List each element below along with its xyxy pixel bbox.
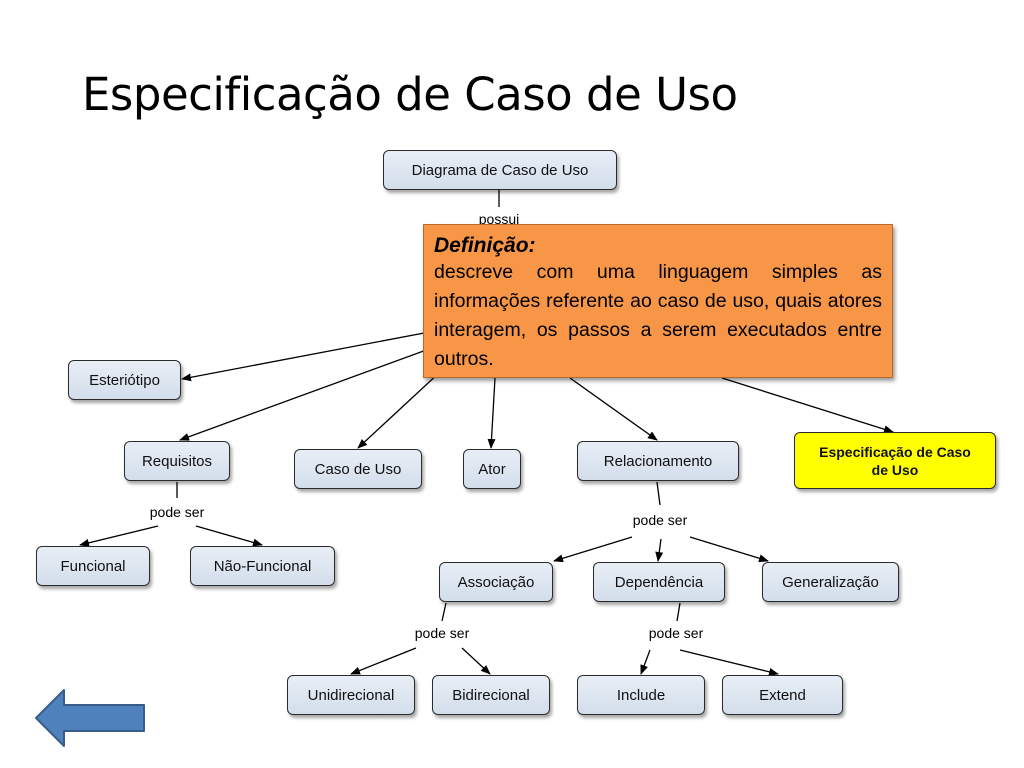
node-nao-funcional: Não-Funcional — [190, 546, 335, 586]
edge-to-relacionamento — [569, 377, 658, 441]
edge-to-ator — [487, 377, 496, 449]
edge-to-bidirecional — [461, 647, 491, 675]
edge-to-funcional — [79, 525, 159, 547]
edge-relacionamento-label — [656, 481, 661, 506]
edge-to-especificacao — [721, 377, 894, 434]
definition-callout: Definição: descreve com uma linguagem si… — [423, 224, 893, 378]
node-bidirecional: Bidirecional — [432, 675, 550, 715]
node-generalizacao: Generalização — [762, 562, 899, 602]
edge-label-associacao-pode-ser: pode ser — [412, 625, 472, 641]
left-arrow-icon — [35, 689, 145, 747]
edge-label-relacionamento-pode-ser: pode ser — [630, 512, 690, 528]
node-unidirecional: Unidirecional — [287, 675, 415, 715]
node-extend: Extend — [722, 675, 843, 715]
node-diagrama-de-caso-de-uso: Diagrama de Caso de Uso — [383, 150, 617, 190]
node-requisitos: Requisitos — [124, 441, 230, 481]
node-caso-de-uso: Caso de Uso — [294, 449, 422, 489]
edge-to-extend — [679, 649, 779, 676]
node-relacionamento: Relacionamento — [577, 441, 739, 481]
edge-to-requisitos — [179, 344, 441, 441]
edge-label-possui: possui — [476, 211, 522, 227]
node-especificacao-de-caso-de-uso: Especificação de Caso de Uso — [794, 432, 996, 489]
node-ator: Ator — [463, 449, 521, 489]
slide-title: Especificação de Caso de Uso — [82, 68, 738, 121]
edge-to-esteriotipo — [181, 329, 441, 382]
edge-dependencia-label — [676, 602, 681, 622]
back-arrow-button[interactable] — [34, 688, 148, 748]
edge-to-generalizacao — [689, 536, 769, 563]
callout-text: descreve com uma linguagem simples as in… — [434, 261, 882, 370]
node-esteriotipo: Esteriótipo — [68, 360, 181, 400]
callout-title: Definição: — [434, 234, 536, 257]
edge-to-nao-funcional — [195, 525, 263, 547]
edge-label-requisitos-pode-ser: pode ser — [147, 504, 207, 520]
node-funcional: Funcional — [36, 546, 150, 586]
edge-to-associacao — [553, 536, 633, 563]
edge-to-unidirecional — [350, 647, 417, 675]
edge-to-dependencia — [655, 538, 664, 562]
node-include: Include — [577, 675, 705, 715]
edge-label-dependencia-pode-ser: pode ser — [646, 625, 706, 641]
edge-associacao-label — [441, 602, 447, 622]
node-dependencia: Dependência — [593, 562, 725, 602]
node-associacao: Associação — [439, 562, 553, 602]
edge-to-caso-de-uso — [357, 371, 441, 449]
edge-to-include — [640, 649, 651, 675]
